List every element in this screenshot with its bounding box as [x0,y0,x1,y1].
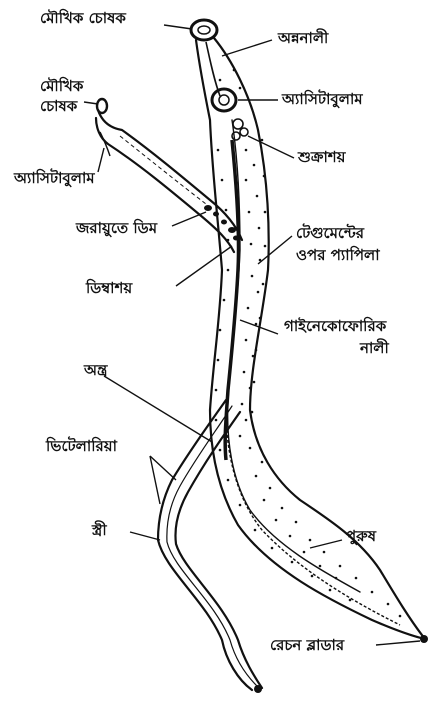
male-intestine [226,420,400,625]
excretory-bladder-dot [420,635,428,643]
label-intestine: অন্ত্র [84,362,107,379]
leader-testis [248,136,294,158]
label-testis: শুক্রাশয় [298,149,346,166]
label-gynaecophoric-1: গাইনেকোফোরিক [284,318,386,335]
leader-bladder [376,641,420,645]
male-ventral-fold [228,120,360,592]
label-tegument-papilla-1: টেগুমেন্টের [296,225,364,242]
leader-ovary [176,246,232,286]
label-female-oral-sucker-2: চোষক [40,98,77,115]
female-posterior-left [158,400,252,690]
label-male: পুরুষ [346,528,376,545]
label-eggs-in-uterus: জরায়ুতে ডিম [76,220,157,237]
male-worm [196,38,425,639]
oesophagus [206,42,220,96]
leader-eggs [172,212,206,226]
label-male-acetabulum: অ্যাসিটাবুলাম [282,91,363,108]
female-gut-line [120,136,206,204]
label-oesophagus: অন্ননালী [278,30,328,47]
label-female-acetabulum: অ্যাসিটাবুলাম [14,170,95,187]
label-ovary: ডিম্বাশয় [86,280,132,297]
label-excretory-bladder: রেচন ব্লাডার [270,637,344,654]
label-tegument-papilla-2: ওপর প্যাপিলা [296,247,380,264]
female-oral-sucker [97,99,107,113]
leader-intestine [104,376,212,442]
leader-tegument [258,236,292,264]
label-gynaecophoric-2: নালী [360,340,389,357]
leader-female [130,532,160,540]
leader-female-oral-sucker [84,102,98,104]
male-acetabulum [212,89,236,111]
label-female: স্ত্রী [92,522,107,539]
leader-lines [84,25,420,645]
leader-male-oral-sucker [164,25,192,29]
label-female-oral-sucker-1: মৌখিক [40,78,83,95]
label-male-oral-sucker: মৌখিক চোষক [40,10,126,27]
gynaecophoric-canal [225,140,238,460]
male-left-outline [196,40,425,639]
male-oral-sucker [191,20,217,40]
leader-oesophagus [222,40,272,56]
label-vitellaria: ভিটেলারিয়া [46,438,117,455]
leader-female-acetabulum [98,148,104,172]
female-tail-dot [254,685,262,693]
leader-male [310,540,342,548]
